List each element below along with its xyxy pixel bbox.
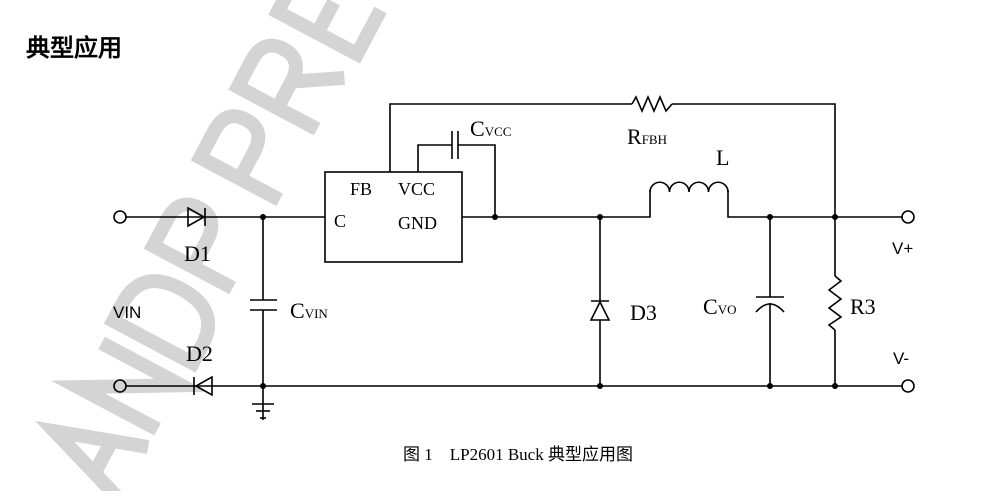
vout-minus-terminal xyxy=(901,379,915,393)
watermark-glyph xyxy=(103,274,216,373)
top-rail xyxy=(126,190,902,218)
cvin-label: CVIN xyxy=(290,298,328,323)
watermark-glyph xyxy=(143,197,236,295)
inductor-label: L xyxy=(716,145,729,170)
watermark-glyph xyxy=(228,38,345,136)
vin-label: VIN xyxy=(113,303,141,322)
cvcc-wire xyxy=(417,144,496,217)
figure-caption: 图 1 LP2601 Buck 典型应用图 xyxy=(403,445,633,464)
pin-c-label: C xyxy=(334,211,346,231)
cvcc-label: CVCC xyxy=(470,116,511,141)
d3-label: D3 xyxy=(630,300,657,325)
watermark-glyph xyxy=(268,0,387,64)
pin-gnd-label: GND xyxy=(398,213,437,233)
vout-plus-terminal xyxy=(901,210,915,224)
pin-fb-label: FB xyxy=(350,179,372,199)
rfbh-label: RFBH xyxy=(627,124,667,149)
watermark-glyph xyxy=(35,420,150,491)
vout-plus-label: V+ xyxy=(892,239,913,258)
d1-label: D1 xyxy=(184,241,211,266)
section-heading: 典型应用 xyxy=(26,34,122,62)
inductor-l xyxy=(649,181,729,193)
diode-d3 xyxy=(589,300,611,321)
junction-dots xyxy=(260,214,838,389)
capacitor-cvo-curved-plate xyxy=(755,303,785,313)
resistor-r3 xyxy=(827,275,843,331)
diode-d2 xyxy=(193,375,213,397)
pin-vcc-label: VCC xyxy=(398,179,435,199)
ground-icon xyxy=(252,403,274,419)
diode-d1 xyxy=(187,206,207,228)
r3-label: R3 xyxy=(850,294,876,319)
d2-label: D2 xyxy=(186,341,213,366)
vout-minus-label: V- xyxy=(893,349,909,368)
resistor-rfbh xyxy=(631,94,673,114)
feedback-wire xyxy=(389,103,836,217)
watermark xyxy=(35,0,387,491)
vin-plus-terminal xyxy=(113,210,127,224)
watermark-glyph xyxy=(190,109,283,206)
cvo-label: CVO xyxy=(703,294,736,319)
